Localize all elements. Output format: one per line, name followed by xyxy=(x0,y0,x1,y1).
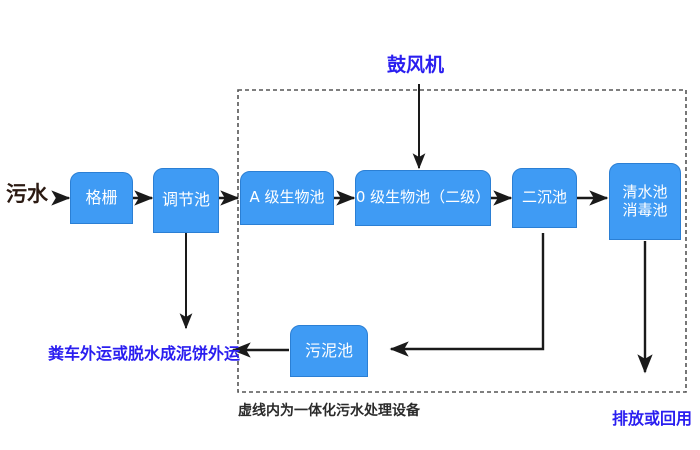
node-a-stage-bio-tank-label: A 级生物池 xyxy=(249,188,325,207)
node-secondary-settling-tank[interactable]: 二沉池 xyxy=(512,168,577,228)
arrow-secondary-settling-to-sludge-tank xyxy=(389,233,545,357)
node-o-stage-bio-tank-label: 0 级生物池（二级） xyxy=(355,188,491,207)
sludge-haul-label: 粪车外运或脱水成泥饼外运 xyxy=(48,344,241,363)
integrated-equipment-dashed-boundary xyxy=(237,89,687,393)
node-secondary-settling-tank-label: 二沉池 xyxy=(521,188,567,207)
node-clean-water-disinfection-tank[interactable]: 清水池 消毒池 xyxy=(609,163,681,240)
node-clean-water-line-2: 消毒池 xyxy=(622,200,668,219)
node-regulating-tank[interactable]: 调节池 xyxy=(153,168,219,233)
blower-label: 鼓风机 xyxy=(387,54,445,76)
node-grid[interactable]: 格栅 xyxy=(70,172,133,224)
node-sludge-tank[interactable]: 污泥池 xyxy=(290,325,368,377)
node-clean-water-line-1: 清水池 xyxy=(622,183,668,202)
node-sludge-tank-label: 污泥池 xyxy=(304,340,353,360)
node-regulating-tank-label: 调节池 xyxy=(161,190,210,210)
effluent-label: 排放或回用 xyxy=(612,409,693,428)
node-a-stage-bio-tank[interactable]: A 级生物池 xyxy=(240,171,334,225)
node-o-stage-bio-tank[interactable]: 0 级生物池（二级） xyxy=(355,170,491,226)
dashed-boundary-caption: 虚线内为一体化污水处理设备 xyxy=(238,403,420,419)
influent-label: 污水 xyxy=(6,182,48,206)
node-grid-label: 格栅 xyxy=(85,187,118,207)
